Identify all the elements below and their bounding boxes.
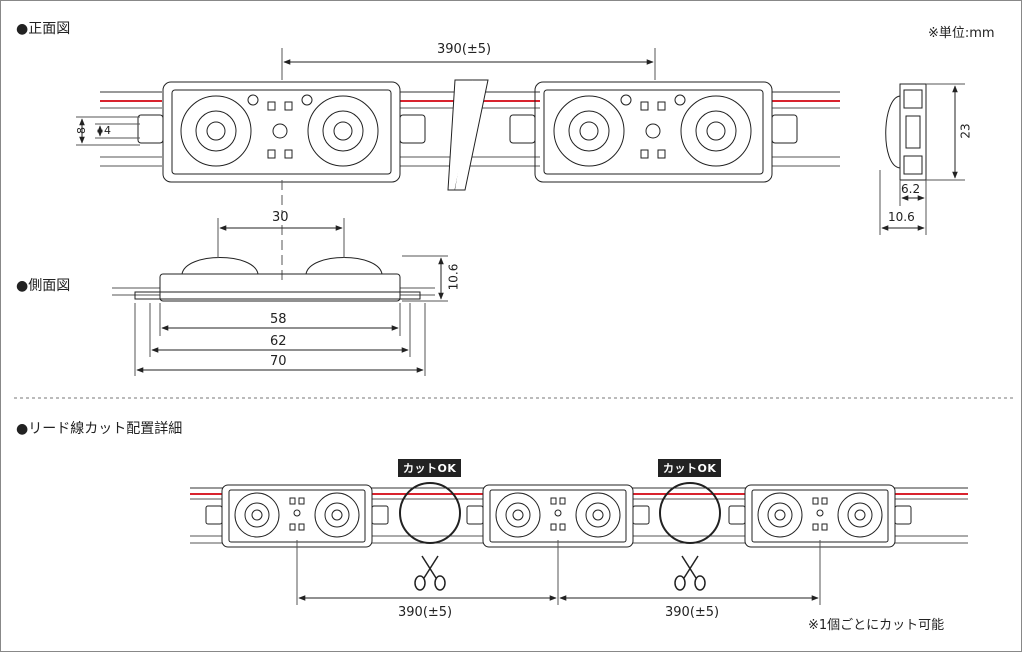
- cut-ok-badge-2: カットOK: [658, 459, 722, 477]
- cut-note: ※1個ごとにカット可能: [808, 618, 945, 633]
- unit-note: ※単位:mm: [928, 26, 995, 41]
- dim-10-6-side: 10.6: [446, 263, 461, 291]
- dim-70: 70: [270, 354, 287, 369]
- cut-pitch-1: 390(±5): [398, 605, 453, 620]
- cut-section-title: ●リード線カット配置詳細: [16, 421, 183, 437]
- dim-23: 23: [958, 123, 973, 139]
- dim-6-2: 6.2: [901, 182, 921, 196]
- dim-58: 58: [270, 312, 287, 327]
- cut-ok-badge-1: カットOK: [398, 459, 462, 477]
- front-view-title: ●正面図: [16, 21, 71, 37]
- dim-pitch: 390(±5): [437, 42, 492, 57]
- dim-lens-spacing: 30: [272, 210, 289, 225]
- cut-pitch-2: 390(±5): [665, 605, 720, 620]
- cut-zone-2: [659, 482, 721, 544]
- side-view-title: ●側面図: [16, 278, 71, 294]
- cut-zone-1: [399, 482, 461, 544]
- dim-8: 8: [75, 127, 88, 134]
- scissors-icon: [414, 555, 446, 591]
- scissors-icon: [674, 555, 706, 591]
- front-view: [76, 48, 965, 285]
- dim-4: 4: [104, 124, 111, 137]
- cut-layout: [190, 482, 968, 605]
- side-view: [112, 218, 448, 376]
- dim-62: 62: [270, 334, 287, 349]
- dim-10-6-front: 10.6: [888, 210, 915, 224]
